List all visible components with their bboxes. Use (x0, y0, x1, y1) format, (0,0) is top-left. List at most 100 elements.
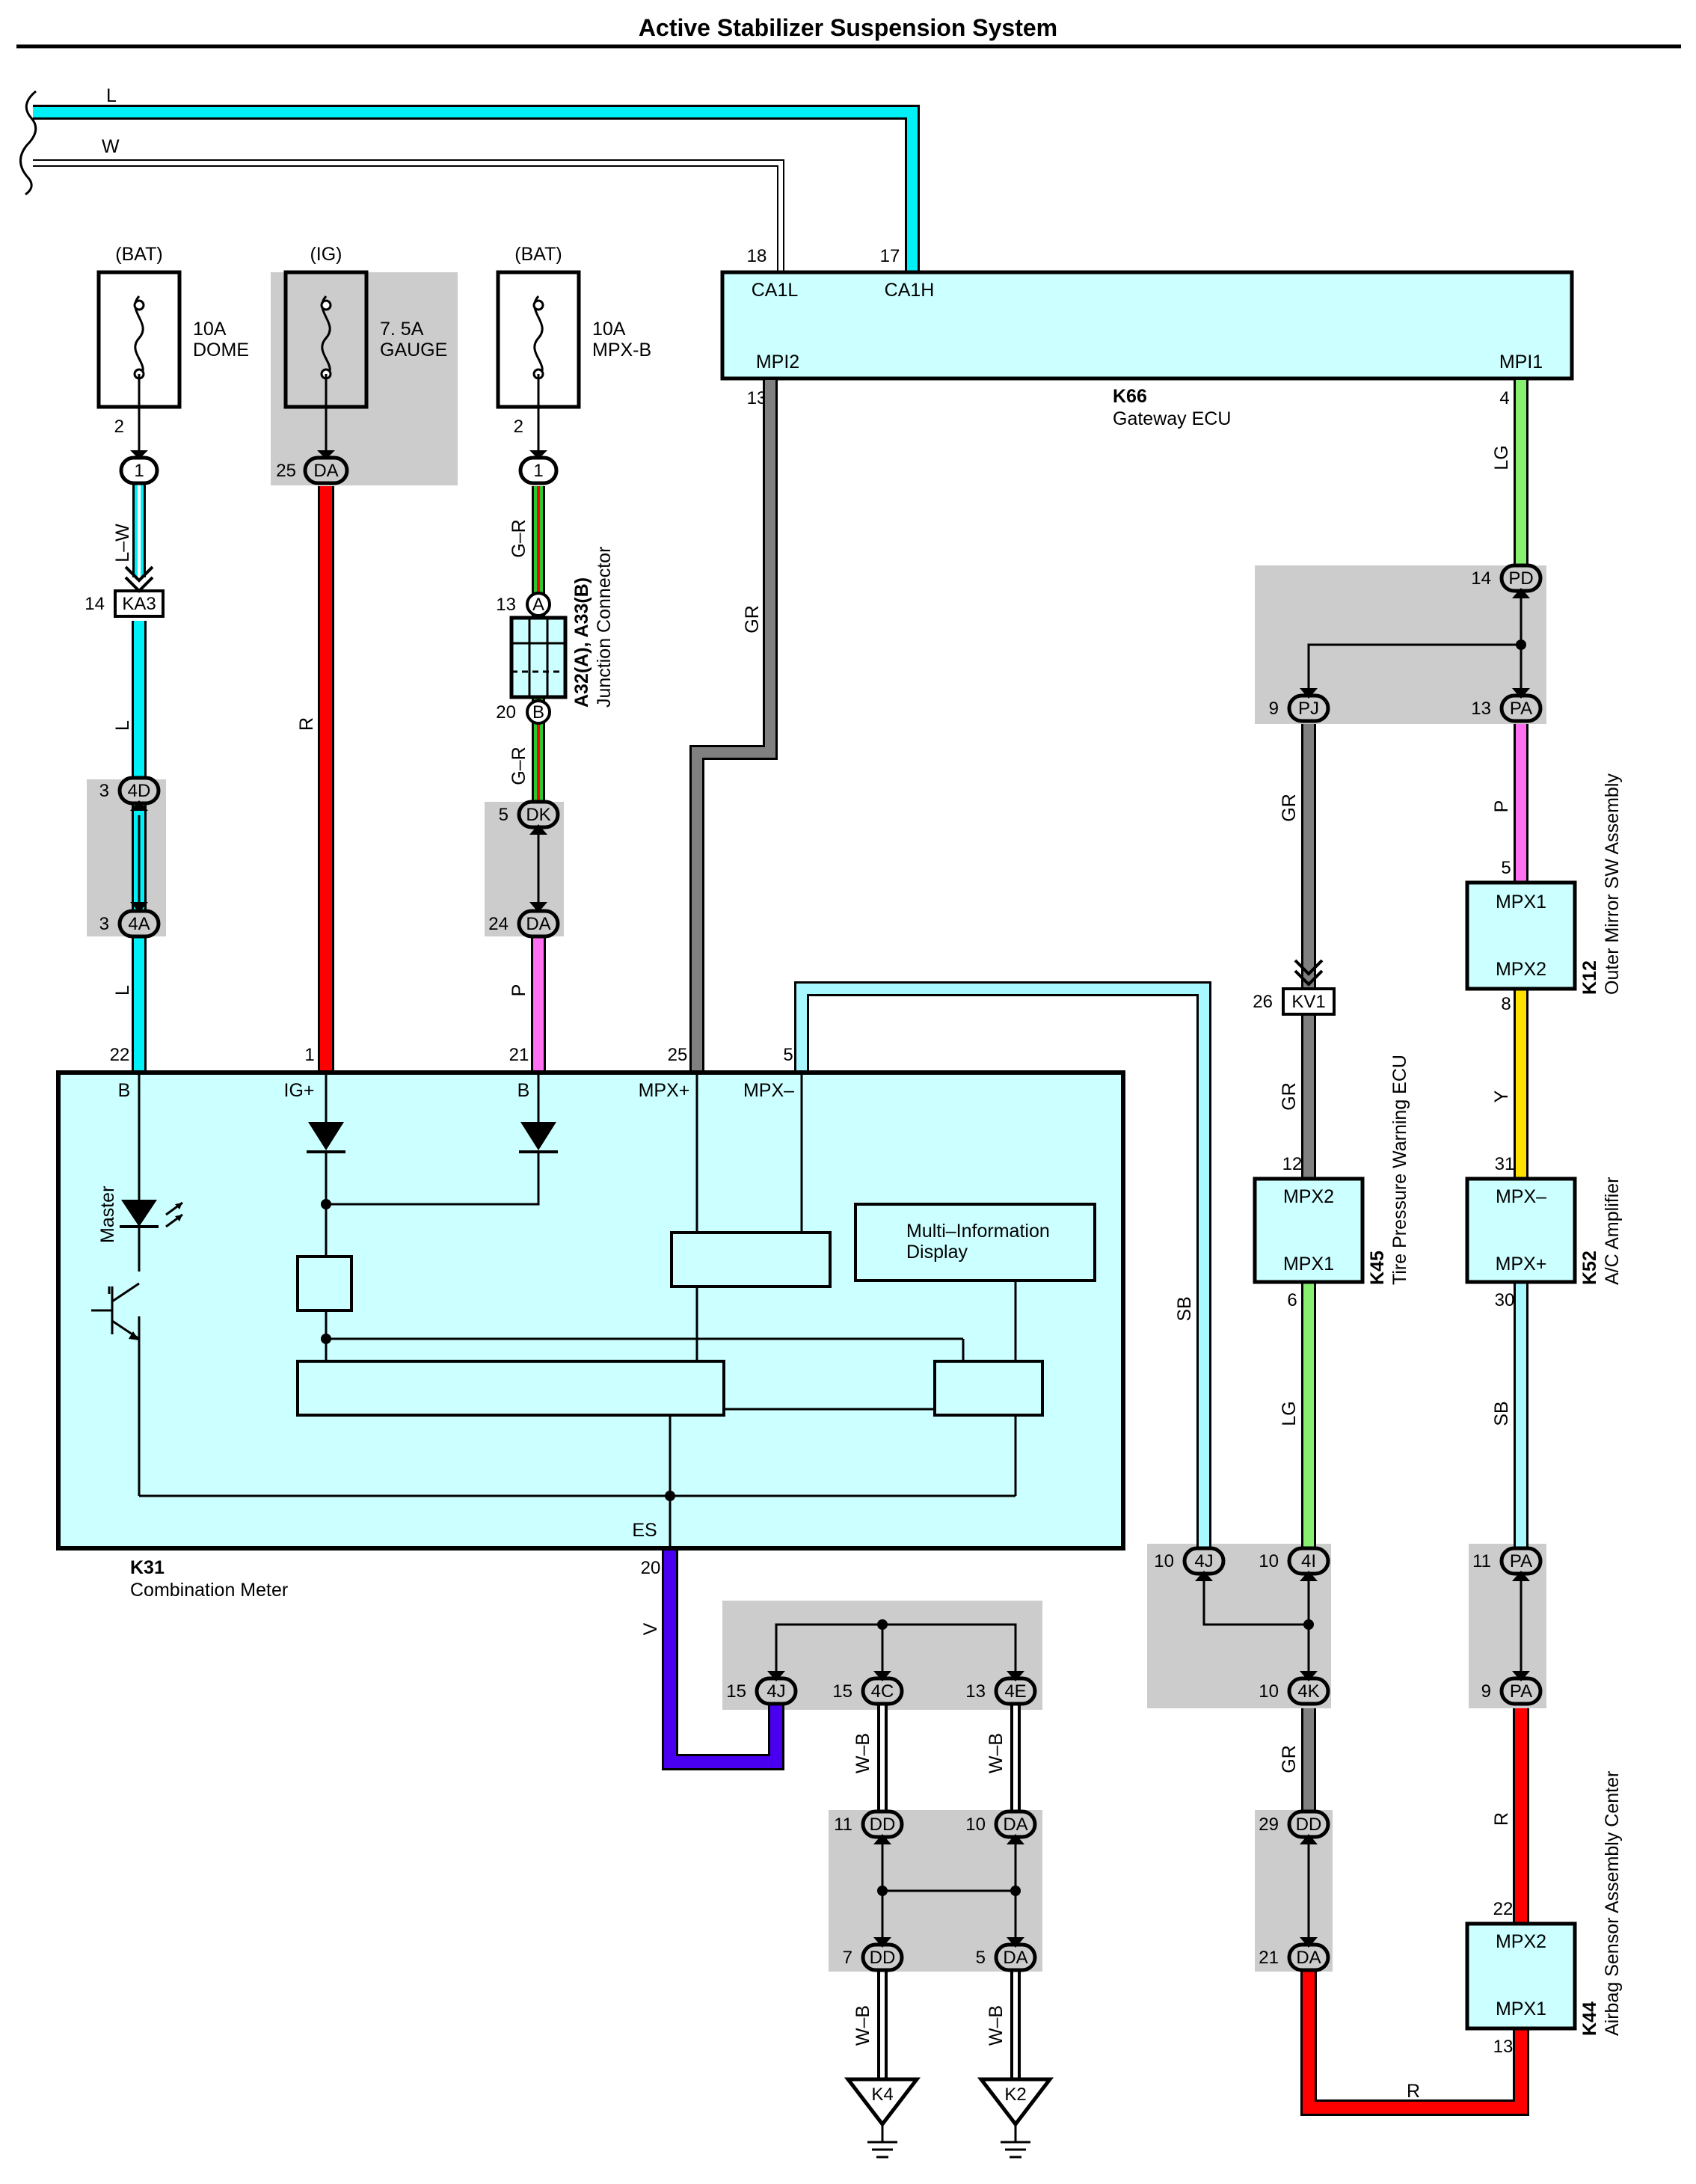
conn-4e-pin: 13 (965, 1681, 986, 1702)
gateway-ecu-box (720, 270, 1574, 381)
svg-text:MPX2: MPX2 (1283, 1186, 1334, 1207)
wl-gr-ecu: GR (742, 605, 763, 634)
module-k45: MPX2 MPX1 12 6 K45 Tire Pressure Warning… (1253, 1055, 1410, 1310)
svg-text:K52: K52 (1579, 1251, 1600, 1285)
svg-text:MPX2: MPX2 (1496, 1931, 1546, 1952)
meter-pin-num-b2: 21 (509, 1045, 529, 1065)
svg-text:6: 6 (1287, 1290, 1297, 1310)
fuse-mpxb-rating: 10A (592, 319, 626, 340)
conn-pa9-pin: 9 (1481, 1681, 1491, 1702)
conn-pa11: PA (1510, 1551, 1532, 1571)
junction-a-pin: 13 (496, 595, 516, 615)
meter-pin-es: ES (632, 1520, 657, 1541)
fuse-mpxb-source: (BAT) (514, 244, 562, 265)
conn-pj: PJ (1298, 699, 1319, 719)
wl-sb-meter: SB (1174, 1296, 1195, 1321)
meter-pin-mpxm: MPX– (743, 1080, 794, 1101)
fuse-dome-name: DOME (193, 340, 249, 361)
meter-pin-num-mpxm: 5 (783, 1045, 793, 1065)
wl-r-bottom: R (1407, 2081, 1420, 2102)
conn-dd29-pin: 29 (1259, 1815, 1279, 1835)
fuse-gauge-source: (IG) (310, 244, 342, 265)
svg-text:MPX1: MPX1 (1283, 1254, 1334, 1274)
ground-k2: K2 (977, 2077, 1054, 2159)
gateway-pin-num-ca1l: 18 (747, 246, 767, 266)
conn-da5-pin: 5 (976, 1948, 986, 1968)
wl-wb4: W–B (986, 2005, 1007, 2046)
svg-text:13: 13 (1493, 2037, 1514, 2057)
junction-dots (877, 639, 1526, 1896)
meter-pin-num-b1: 22 (110, 1045, 130, 1065)
conn-pa13-pin: 13 (1471, 699, 1491, 719)
wire-label-W: W (102, 136, 120, 157)
wl-gr-top: G–R (509, 519, 529, 557)
conn-4d-pin: 3 (99, 781, 109, 801)
fuse-dome-source: (BAT) (115, 244, 162, 265)
meter-pin-igp: IG+ (284, 1080, 315, 1101)
gateway-pin-mpi1: MPI1 (1499, 352, 1543, 372)
wl-lg-k45: LG (1279, 1401, 1300, 1426)
wl-gr-pj: GR (1279, 794, 1300, 822)
svg-text:Outer Mirror SW Assembly: Outer Mirror SW Assembly (1602, 773, 1623, 995)
svg-text:K45: K45 (1367, 1251, 1388, 1285)
conn-dd29: DD (1296, 1815, 1322, 1835)
conn-dd7-pin: 7 (843, 1948, 852, 1968)
conn-da21-pin: 21 (1259, 1948, 1279, 1968)
meter-pin-mpxp: MPX+ (639, 1080, 690, 1101)
conn-gauge-pin: 25 (276, 461, 296, 481)
wl-lw: L–W (112, 524, 133, 562)
wl-gr-low: GR (1279, 1745, 1300, 1773)
svg-text:K44: K44 (1579, 2002, 1600, 2036)
conn-pa13: PA (1510, 699, 1532, 719)
conn-4c-pin: 15 (832, 1681, 852, 1702)
conn-da10: DA (1003, 1815, 1027, 1835)
fuse-mpxb-name: MPX-B (592, 340, 651, 361)
master-led-icon (120, 1200, 183, 1228)
svg-text:31: 31 (1495, 1154, 1515, 1174)
svg-text:K4: K4 (871, 2085, 893, 2105)
conn-kv1: KV1 (1291, 992, 1325, 1012)
fuse-dome: (BAT) 10A DOME (96, 244, 249, 409)
wl-wb3: W–B (852, 2005, 873, 2046)
conn-dk: DK (526, 805, 550, 825)
wl-v: V (640, 1622, 661, 1635)
wl-l1: L (112, 720, 133, 731)
conn-pa11-pin: 11 (1472, 1551, 1491, 1571)
wl-sb-right: SB (1491, 1401, 1512, 1426)
conn-da24-pin: 24 (488, 914, 509, 934)
conn-4j10: 4J (1194, 1551, 1213, 1571)
conn-ka3-pin: 14 (85, 594, 105, 614)
conn-dk-pin: 5 (499, 805, 509, 825)
svg-text:MPX–: MPX– (1496, 1186, 1546, 1207)
meter-mid-line2: Display (906, 1242, 968, 1263)
conn-pd-pin: 14 (1471, 568, 1491, 589)
meter-pin-b1: B (118, 1080, 131, 1101)
conn-4j10-pin: 10 (1154, 1551, 1174, 1571)
wl-wb2: W–B (986, 1733, 1007, 1773)
conn-ka3: KA3 (122, 594, 156, 614)
shaded-regions (87, 272, 1546, 1972)
fuse-mpxb-out-pin: 2 (514, 417, 523, 437)
meter-mid-line1: Multi–Information (906, 1221, 1050, 1242)
junction-id: A32(A), A33(B) (571, 577, 592, 708)
svg-text:5: 5 (1501, 858, 1511, 878)
conn-4k: 4K (1297, 1681, 1319, 1702)
wire-W-top (33, 159, 784, 271)
page-title: Active Stabilizer Suspension System (639, 14, 1057, 41)
conn-pa9: PA (1510, 1681, 1532, 1702)
svg-text:MPX1: MPX1 (1496, 1999, 1546, 2019)
svg-text:Tire Pressure Warning ECU: Tire Pressure Warning ECU (1389, 1055, 1410, 1285)
conn-dd7: DD (870, 1948, 896, 1968)
wl-r-air: R (1491, 1812, 1512, 1826)
svg-text:MPX2: MPX2 (1496, 959, 1546, 980)
svg-text:MPX+: MPX+ (1496, 1254, 1547, 1274)
wire-labels: L–W L L R G–R G–R P GR LG GR GR P Y SB S… (112, 445, 1512, 2102)
conn-pj-pin: 9 (1269, 699, 1279, 719)
conn-4e: 4E (1004, 1681, 1026, 1702)
conn-da10-pin: 10 (965, 1815, 986, 1835)
gateway-name: Gateway ECU (1113, 408, 1231, 429)
svg-text:12: 12 (1282, 1154, 1303, 1174)
conn-4k-pin: 10 (1259, 1681, 1279, 1702)
svg-text:K12: K12 (1579, 960, 1600, 995)
svg-text:MPX1: MPX1 (1496, 892, 1546, 912)
